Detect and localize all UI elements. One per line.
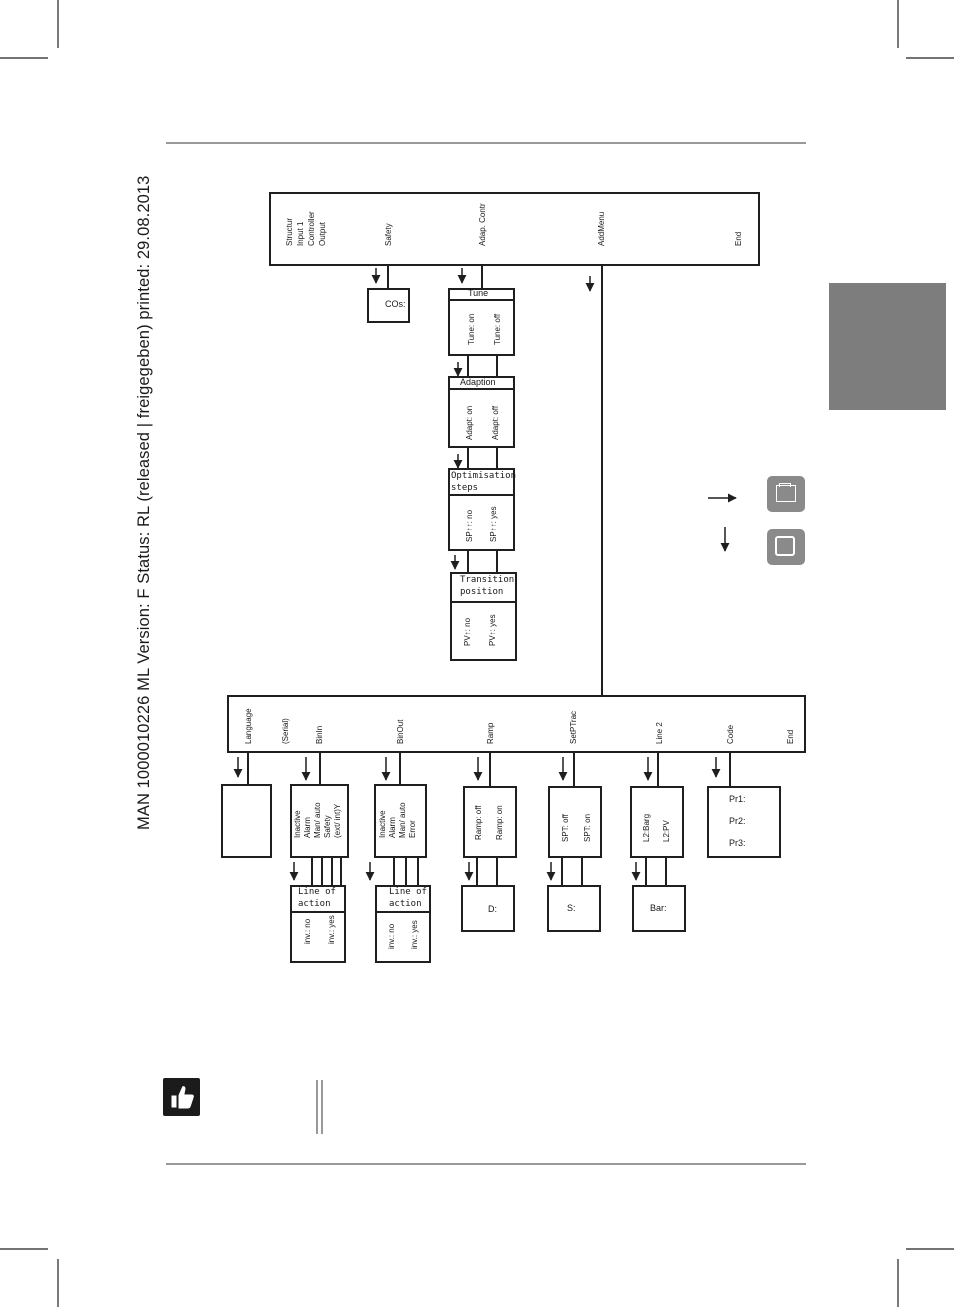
bottom-menu-code: Code [726, 724, 735, 744]
optimisation-option-yes: SP↑↑: yes [489, 506, 498, 542]
transition-title: Transition position [460, 574, 514, 598]
structur-line: Input 1 [296, 221, 305, 246]
code-pr3: Pr3: [729, 838, 746, 848]
cos-box [367, 288, 410, 323]
line-of-action-2-option-yes: inv.: yes [410, 920, 419, 949]
tune-divider [448, 299, 515, 301]
binout-option: Man/ auto [398, 802, 407, 838]
optimisation-title: Optimisation steps [451, 470, 516, 494]
line-of-action-title-line: action [389, 899, 422, 909]
structur-line: Controller [307, 211, 316, 246]
optimisation-option-no: SP↑↑: no [465, 509, 474, 542]
top-menu-end: End [734, 231, 743, 246]
setptrac-s-box [547, 885, 601, 932]
binin-option: Man/ auto [313, 802, 322, 838]
bottom-menu-setptrac: SetPTrac [569, 710, 578, 744]
ramp-option-on: Ramp: on [495, 805, 504, 840]
document-header: MAN 1000010226 ML Version: F Status: RL … [135, 175, 153, 830]
code-pr2: Pr2: [729, 816, 746, 826]
blank-key-icon [767, 529, 805, 565]
transition-option-yes: PV↑: yes [488, 614, 497, 646]
adaption-title: Adaption [460, 377, 496, 387]
setptrac-option-off: SPT: off [561, 814, 570, 842]
line-of-action-divider-1 [290, 911, 346, 913]
optimisation-box [448, 468, 515, 551]
setptrac-box [548, 786, 602, 858]
thumbs-up-icon [163, 1078, 200, 1116]
top-menu-box [269, 192, 760, 266]
binin-box [290, 784, 349, 858]
transition-title-line: Transition [460, 575, 515, 585]
line-of-action-title-line: Line of [298, 887, 336, 897]
structur-line: Output [318, 221, 327, 246]
ramp-option-off: Ramp: off [474, 805, 483, 840]
tune-title: Tune [468, 288, 489, 298]
code-box [707, 786, 781, 858]
binout-options: Inactive Alarm Man/ auto Error [378, 802, 418, 838]
tune-option-on: Tune: on [467, 313, 476, 345]
language-box [221, 784, 272, 858]
line2-option-barg: L2:Barg [642, 813, 651, 842]
code-pr1: Pr1: [729, 794, 746, 804]
line2-bar-label: Bar: [650, 903, 667, 913]
adaption-option-off: Adapt: off [491, 405, 500, 440]
cos-label: COs: [385, 299, 406, 309]
bottom-menu-binout: BinOut [396, 719, 405, 744]
top-menu-structur: Structur Input 1 Controller Output [284, 211, 328, 246]
chapter-tab [829, 283, 946, 410]
ramp-d-box [461, 885, 515, 932]
binin-options: Inactive Alarm Man/ auto Safety (ext/ in… [293, 802, 343, 838]
folder-key-icon [767, 476, 805, 512]
bottom-menu-end: End [786, 729, 795, 744]
bottom-menu-line2: Line 2 [655, 722, 664, 744]
binout-option: Alarm [388, 817, 397, 838]
line-of-action-1-option-yes: inv.: yes [327, 915, 336, 944]
adaption-option-on: Adapt: on [465, 405, 474, 440]
bottom-menu-language: Language [244, 708, 253, 744]
binin-option: Inactive [293, 810, 302, 838]
top-menu-adap-contr: Adap. Contr [478, 203, 487, 246]
tune-option-off: Tune: off [493, 313, 502, 345]
line-of-action-title-1: Line of action [298, 886, 336, 910]
bottom-menu-binin: BinIn [315, 725, 324, 744]
line2-bar-box [632, 885, 686, 932]
line-of-action-1-option-no: inv.: no [303, 918, 312, 944]
bottom-menu-serial: (Serial) [281, 718, 290, 744]
line2-option-pv: L2:PV [662, 820, 671, 842]
line-of-action-box-2 [375, 885, 431, 963]
bottom-menu-ramp: Ramp [486, 722, 495, 744]
line-of-action-divider-2 [375, 911, 431, 913]
adaption-divider [448, 388, 515, 390]
top-menu-addmenu: AddMenu [597, 211, 606, 246]
line-of-action-title-line: Line of [389, 887, 427, 897]
line-of-action-box-1 [290, 885, 346, 963]
setptrac-s-label: S: [567, 903, 576, 913]
transition-divider [450, 601, 517, 603]
ramp-d-label: D: [488, 904, 497, 914]
ramp-box [463, 786, 517, 858]
top-menu-safety: Safety [384, 223, 393, 246]
line-of-action-title-line: action [298, 899, 331, 909]
binin-option: (ext/ int)Y [333, 803, 342, 838]
thumbs-up-glyph [170, 1085, 195, 1110]
transition-option-no: PV↑: no [463, 617, 472, 646]
transition-box [450, 572, 517, 661]
line-of-action-title-2: Line of action [389, 886, 427, 910]
bottom-menu-box [227, 695, 806, 753]
binout-option: Error [408, 820, 417, 838]
binin-option: Safety [323, 815, 332, 838]
binout-box [374, 784, 427, 858]
setptrac-option-on: SPT: on [583, 813, 592, 842]
line-of-action-2-option-no: inv.: no [387, 923, 396, 949]
transition-title-line: position [460, 587, 504, 597]
optimisation-divider [448, 494, 515, 496]
optimisation-title-line: steps [451, 483, 479, 493]
structur-line: Structur [285, 217, 294, 246]
binin-option: Alarm [303, 817, 312, 838]
binout-option: Inactive [378, 810, 387, 838]
line2-box [630, 786, 684, 858]
optimisation-title-line: Optimisation [451, 471, 517, 481]
